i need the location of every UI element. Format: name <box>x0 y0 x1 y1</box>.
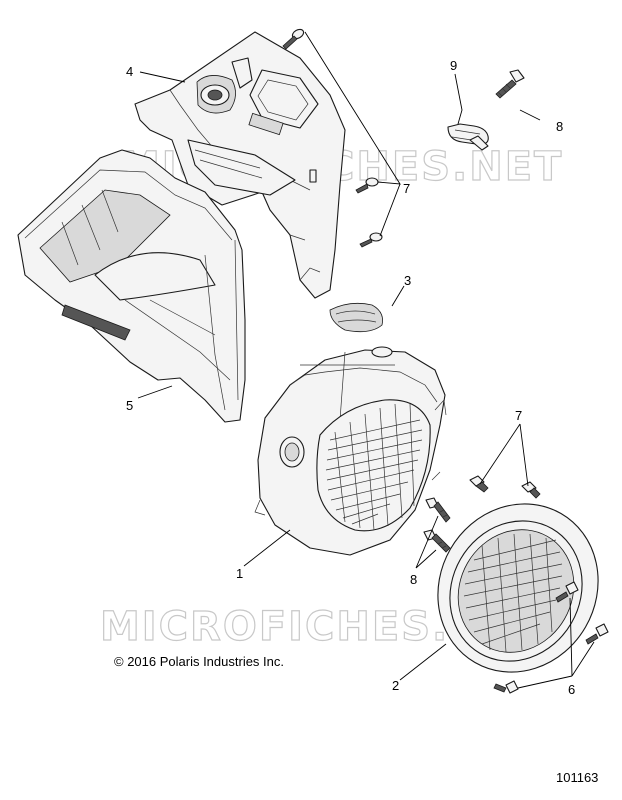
part-9-clamp[interactable] <box>447 123 489 151</box>
screw-7-right-a[interactable] <box>469 475 489 493</box>
callout-2: 2 <box>392 678 399 693</box>
document-number: 101163 <box>556 770 598 785</box>
callout-5: 5 <box>126 398 133 413</box>
callout-6: 6 <box>568 682 575 697</box>
callout-4: 4 <box>126 64 133 79</box>
part-1-fan-housing[interactable] <box>254 346 447 556</box>
screw-7-top[interactable] <box>282 28 305 50</box>
copyright-text: © 2016 Polaris Industries Inc. <box>114 654 284 669</box>
screen-mesh <box>463 533 563 653</box>
fan-grille-lines <box>325 403 423 531</box>
callout-3: 3 <box>404 273 411 288</box>
part-5-lower-shroud[interactable] <box>17 149 246 423</box>
callout-1: 1 <box>236 566 243 581</box>
screw-7-low[interactable] <box>359 232 383 248</box>
screw-6-b[interactable] <box>585 623 609 645</box>
bolt-8-lower-b[interactable] <box>423 529 451 553</box>
screw-6-a[interactable] <box>555 581 579 603</box>
screw-7-right-b[interactable] <box>521 481 541 499</box>
bolt-8-lower-a[interactable] <box>425 497 451 523</box>
callout-8-lower: 8 <box>410 572 417 587</box>
leader-lines <box>137 31 595 689</box>
callout-7-lower: 7 <box>515 408 522 423</box>
callout-9: 9 <box>450 58 457 73</box>
callout-8-upper: 8 <box>556 119 563 134</box>
part-2-fan-screen[interactable] <box>407 475 622 702</box>
screw-6-c[interactable] <box>493 680 519 694</box>
part-4-upper-shroud[interactable] <box>134 31 346 299</box>
part-3-plug[interactable] <box>329 302 383 333</box>
callout-7-upper: 7 <box>403 181 410 196</box>
bolt-8-upper[interactable] <box>495 69 525 99</box>
